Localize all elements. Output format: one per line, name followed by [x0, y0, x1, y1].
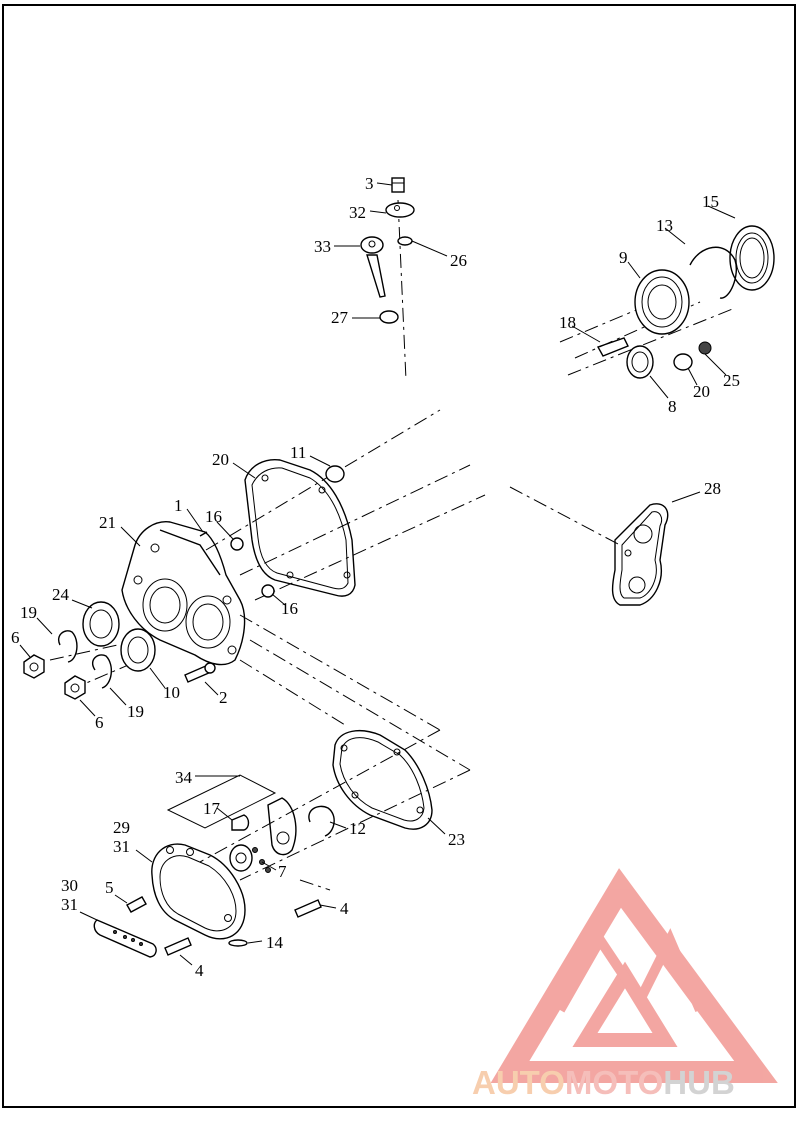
callout-1: 1 — [174, 496, 183, 515]
o-ring-14 — [228, 939, 248, 947]
callout-8: 8 — [668, 397, 677, 416]
dowel-16a — [230, 537, 244, 551]
washer-7 — [229, 844, 253, 872]
callout-7: 7 — [278, 862, 287, 881]
snap-ring-19b — [91, 654, 113, 689]
shaft-18 — [596, 337, 629, 357]
screw-3 — [391, 177, 405, 193]
callout-28: 28 — [704, 479, 721, 498]
callout-labels: 3 32 33 26 27 15 13 9 18 25 20 8 20 11 2… — [11, 174, 740, 980]
callout-9: 9 — [619, 248, 628, 267]
callout-6-lower: 6 — [95, 713, 104, 732]
callout-27: 27 — [331, 308, 349, 327]
cap-32 — [385, 202, 415, 218]
bearing-10 — [120, 628, 156, 672]
automotohub-watermark: AUTOMOTOHUB — [472, 868, 778, 1101]
bearing-seal-assembly — [596, 225, 775, 379]
callout-2: 2 — [219, 688, 228, 707]
callout-6-upper: 6 — [11, 628, 20, 647]
callout-3: 3 — [365, 174, 374, 193]
callout-30: 30 — [61, 876, 78, 895]
diagram-border — [2, 4, 796, 1108]
svg-text:AUTOMOTOHUB: AUTOMOTOHUB — [472, 1064, 735, 1101]
callout-16-upper: 16 — [205, 507, 222, 526]
watermark-inner-triangle — [572, 961, 678, 1047]
retaining-ring-13 — [689, 246, 737, 299]
needle-bearing-8 — [626, 345, 654, 379]
gasket-20 — [244, 458, 356, 597]
nut-25 — [698, 341, 712, 355]
callout-5: 5 — [105, 878, 114, 897]
callout-33: 33 — [314, 237, 331, 256]
callout-19-upper: 19 — [20, 603, 37, 622]
watermark-m-shape — [555, 928, 705, 1013]
gasket-23 — [308, 729, 433, 837]
callout-20-upper: 20 — [693, 382, 710, 401]
bearing-9 — [634, 269, 690, 335]
watermark-text-moto: MOTO — [565, 1064, 663, 1101]
watermark-text-auto: AUTO — [472, 1064, 565, 1101]
gasket-28 — [611, 503, 669, 606]
pin-17 — [231, 814, 250, 831]
callout-16-lower: 16 — [281, 599, 298, 618]
callout-32: 32 — [349, 203, 366, 222]
bolt-4a — [294, 899, 322, 918]
nut-6b — [64, 675, 86, 700]
callout-11: 11 — [290, 443, 306, 462]
dowel-16b — [261, 584, 275, 598]
plate-30 — [93, 919, 157, 958]
callout-4-left: 4 — [195, 961, 204, 980]
dowel-11 — [325, 465, 345, 483]
dipstick-assembly — [360, 177, 415, 324]
watermark-text-hub: HUB — [663, 1064, 735, 1101]
bearing-24 — [82, 601, 120, 647]
sleeve-20 — [673, 353, 693, 371]
callout-20-gasket: 20 — [212, 450, 229, 469]
washer-26 — [397, 236, 413, 246]
callout-15: 15 — [702, 192, 719, 211]
callout-31-upper: 31 — [113, 837, 130, 856]
callout-13: 13 — [656, 216, 673, 235]
callout-21: 21 — [99, 513, 116, 532]
bolt-4b — [164, 937, 192, 956]
shift-lever — [267, 797, 297, 856]
o-ring-27 — [379, 310, 399, 324]
callout-10: 10 — [163, 683, 180, 702]
callout-4-right: 4 — [340, 899, 349, 918]
pin-1 — [199, 531, 208, 537]
callout-29: 29 — [113, 818, 130, 837]
housing-21 — [121, 521, 275, 666]
callout-24: 24 — [52, 585, 70, 604]
callout-14: 14 — [266, 933, 284, 952]
callout-19-lower: 19 — [127, 702, 144, 721]
callout-31-lower: 31 — [61, 895, 78, 914]
callout-25: 25 — [723, 371, 740, 390]
snap-ring-19a — [58, 630, 78, 663]
cover-29 — [93, 843, 322, 958]
callout-26: 26 — [450, 251, 467, 270]
plug-33 — [360, 236, 384, 254]
dipstick-rod — [366, 254, 386, 298]
seal-15 — [729, 225, 775, 291]
screw-5 — [126, 896, 147, 913]
left-parts — [23, 601, 216, 700]
snap-ring-12 — [308, 805, 335, 837]
callout-17: 17 — [203, 799, 221, 818]
callout-23: 23 — [448, 830, 465, 849]
callout-18: 18 — [559, 313, 576, 332]
callout-34: 34 — [175, 768, 193, 787]
callout-12: 12 — [349, 819, 366, 838]
nut-6a — [23, 654, 45, 679]
leader-lines — [19, 182, 736, 966]
